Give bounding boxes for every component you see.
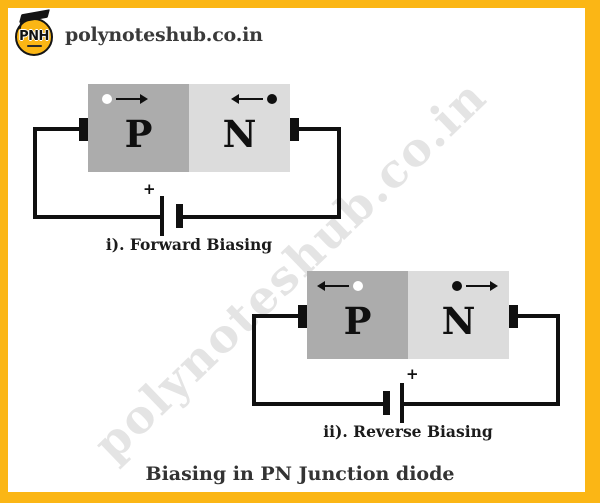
wire xyxy=(33,215,160,219)
n-region-label: N xyxy=(441,299,476,343)
p-region-label: P xyxy=(124,112,153,156)
wire xyxy=(299,127,341,131)
wire xyxy=(252,314,298,318)
wire xyxy=(337,127,341,219)
hole-icon xyxy=(353,281,363,291)
p-region: P xyxy=(88,84,189,172)
wire xyxy=(33,127,79,131)
n-region-label: N xyxy=(222,112,257,156)
frame-border-left xyxy=(0,0,8,503)
pn-junction-block: P N xyxy=(88,84,290,172)
reverse-biasing-diagram: P N + ii). Reverse Biasing xyxy=(252,271,564,443)
n-region: N xyxy=(189,84,290,172)
arrow-right-icon xyxy=(116,94,148,104)
pn-junction-block: P N xyxy=(307,271,509,359)
forward-biasing-caption: i). Forward Biasing xyxy=(105,235,273,254)
hole-icon xyxy=(102,94,112,104)
logo-subtext-line xyxy=(27,45,42,47)
wire xyxy=(183,215,341,219)
frame-border-bottom xyxy=(0,492,600,503)
p-region: P xyxy=(307,271,408,359)
electron-icon xyxy=(452,281,462,291)
wire xyxy=(518,314,560,318)
wire xyxy=(556,314,560,406)
arrow-right-icon xyxy=(466,281,498,291)
battery-negative-plate xyxy=(176,204,183,228)
plus-sign: + xyxy=(143,180,156,198)
battery-positive-plate xyxy=(160,196,164,236)
left-electrode xyxy=(298,305,307,328)
page-title: Biasing in PN Junction diode xyxy=(145,463,455,485)
logo-text: PNH xyxy=(19,29,49,44)
p-region-label: P xyxy=(343,299,372,343)
frame-border-top xyxy=(0,0,600,8)
plus-sign: + xyxy=(406,365,419,383)
right-electrode xyxy=(290,118,299,141)
wire xyxy=(404,402,560,406)
wire xyxy=(252,402,383,406)
wire xyxy=(252,314,256,406)
site-name: polynoteshub.co.in xyxy=(65,24,263,46)
arrow-left-icon xyxy=(317,281,349,291)
arrow-left-icon xyxy=(231,94,263,104)
frame-border-right xyxy=(585,0,600,503)
reverse-biasing-caption: ii). Reverse Biasing xyxy=(323,422,493,441)
electron-icon xyxy=(267,94,277,104)
left-electrode xyxy=(79,118,88,141)
forward-biasing-diagram: P N + i). Forward Biasing xyxy=(33,84,345,256)
pnh-logo: PNH xyxy=(14,9,62,59)
n-region: N xyxy=(408,271,509,359)
right-electrode xyxy=(509,305,518,328)
battery-positive-plate xyxy=(400,383,404,423)
wire xyxy=(33,127,37,219)
battery-negative-plate xyxy=(383,391,390,415)
